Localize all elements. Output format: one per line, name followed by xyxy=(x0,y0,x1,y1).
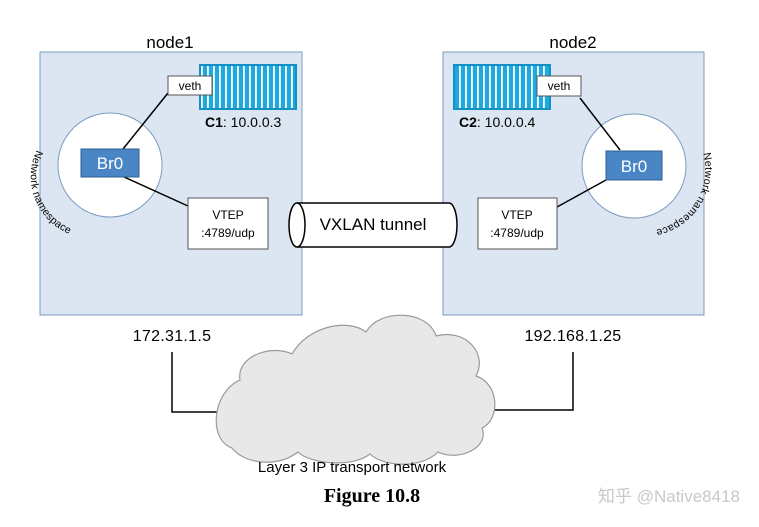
node1-container-address: C1: 10.0.0.3 xyxy=(205,114,281,130)
node2-veth-box xyxy=(536,75,582,97)
node2-bridge-box xyxy=(605,150,663,181)
tunnel-label: VXLAN tunnel xyxy=(320,215,427,234)
node2-vtep-title: VTEP xyxy=(501,208,532,222)
node1-veth-label: veth xyxy=(179,79,202,93)
transport-network: Layer 3 IP transport network xyxy=(171,314,574,476)
node2-bridge-label: Br0 xyxy=(621,157,647,176)
node2-br0-vtep-link xyxy=(556,179,607,208)
node1-br0-vtep-link xyxy=(123,176,189,207)
node2-uplink xyxy=(485,352,574,411)
node1-vtep-title: VTEP xyxy=(212,208,243,222)
node2-vtep-port: :4789/udp xyxy=(490,226,544,240)
node2-host: node2 Network namespace Br0 veth C2: 10.… xyxy=(442,33,714,345)
node1-br0-veth-link xyxy=(122,92,169,150)
vxlan-tunnel: VXLAN tunnel xyxy=(288,202,458,248)
node2-vtep-box xyxy=(477,197,558,250)
node2-container-icon xyxy=(453,64,551,110)
node1-bridge-box xyxy=(80,148,140,178)
node2-br0-veth-link xyxy=(579,97,621,151)
node1-vtep-box xyxy=(187,197,269,250)
node1-veth-box xyxy=(167,75,213,96)
figure-caption: Figure 10.8 xyxy=(324,485,420,507)
node1-host: node1 Network namespace Br0 veth C1: 10.… xyxy=(28,33,303,345)
node1-uplink xyxy=(171,352,230,413)
watermark: 知乎 @Native8418 xyxy=(598,487,740,506)
node2-container-address: C2: 10.0.0.4 xyxy=(459,114,535,130)
tunnel-body xyxy=(297,202,458,248)
node1-title: node1 xyxy=(146,33,193,52)
node1-container-icon xyxy=(199,64,297,110)
cloud-shape xyxy=(215,314,496,465)
network-label: Layer 3 IP transport network xyxy=(258,459,447,476)
tunnel-left-end xyxy=(288,202,306,248)
node2-veth-label: veth xyxy=(548,79,571,93)
node1-vtep-port: :4789/udp xyxy=(201,226,255,240)
node2-title: node2 xyxy=(549,33,596,52)
node1-host-ip: 172.31.1.5 xyxy=(133,328,212,345)
node1-bridge-label: Br0 xyxy=(97,154,123,173)
node2-host-ip: 192.168.1.25 xyxy=(524,328,621,345)
